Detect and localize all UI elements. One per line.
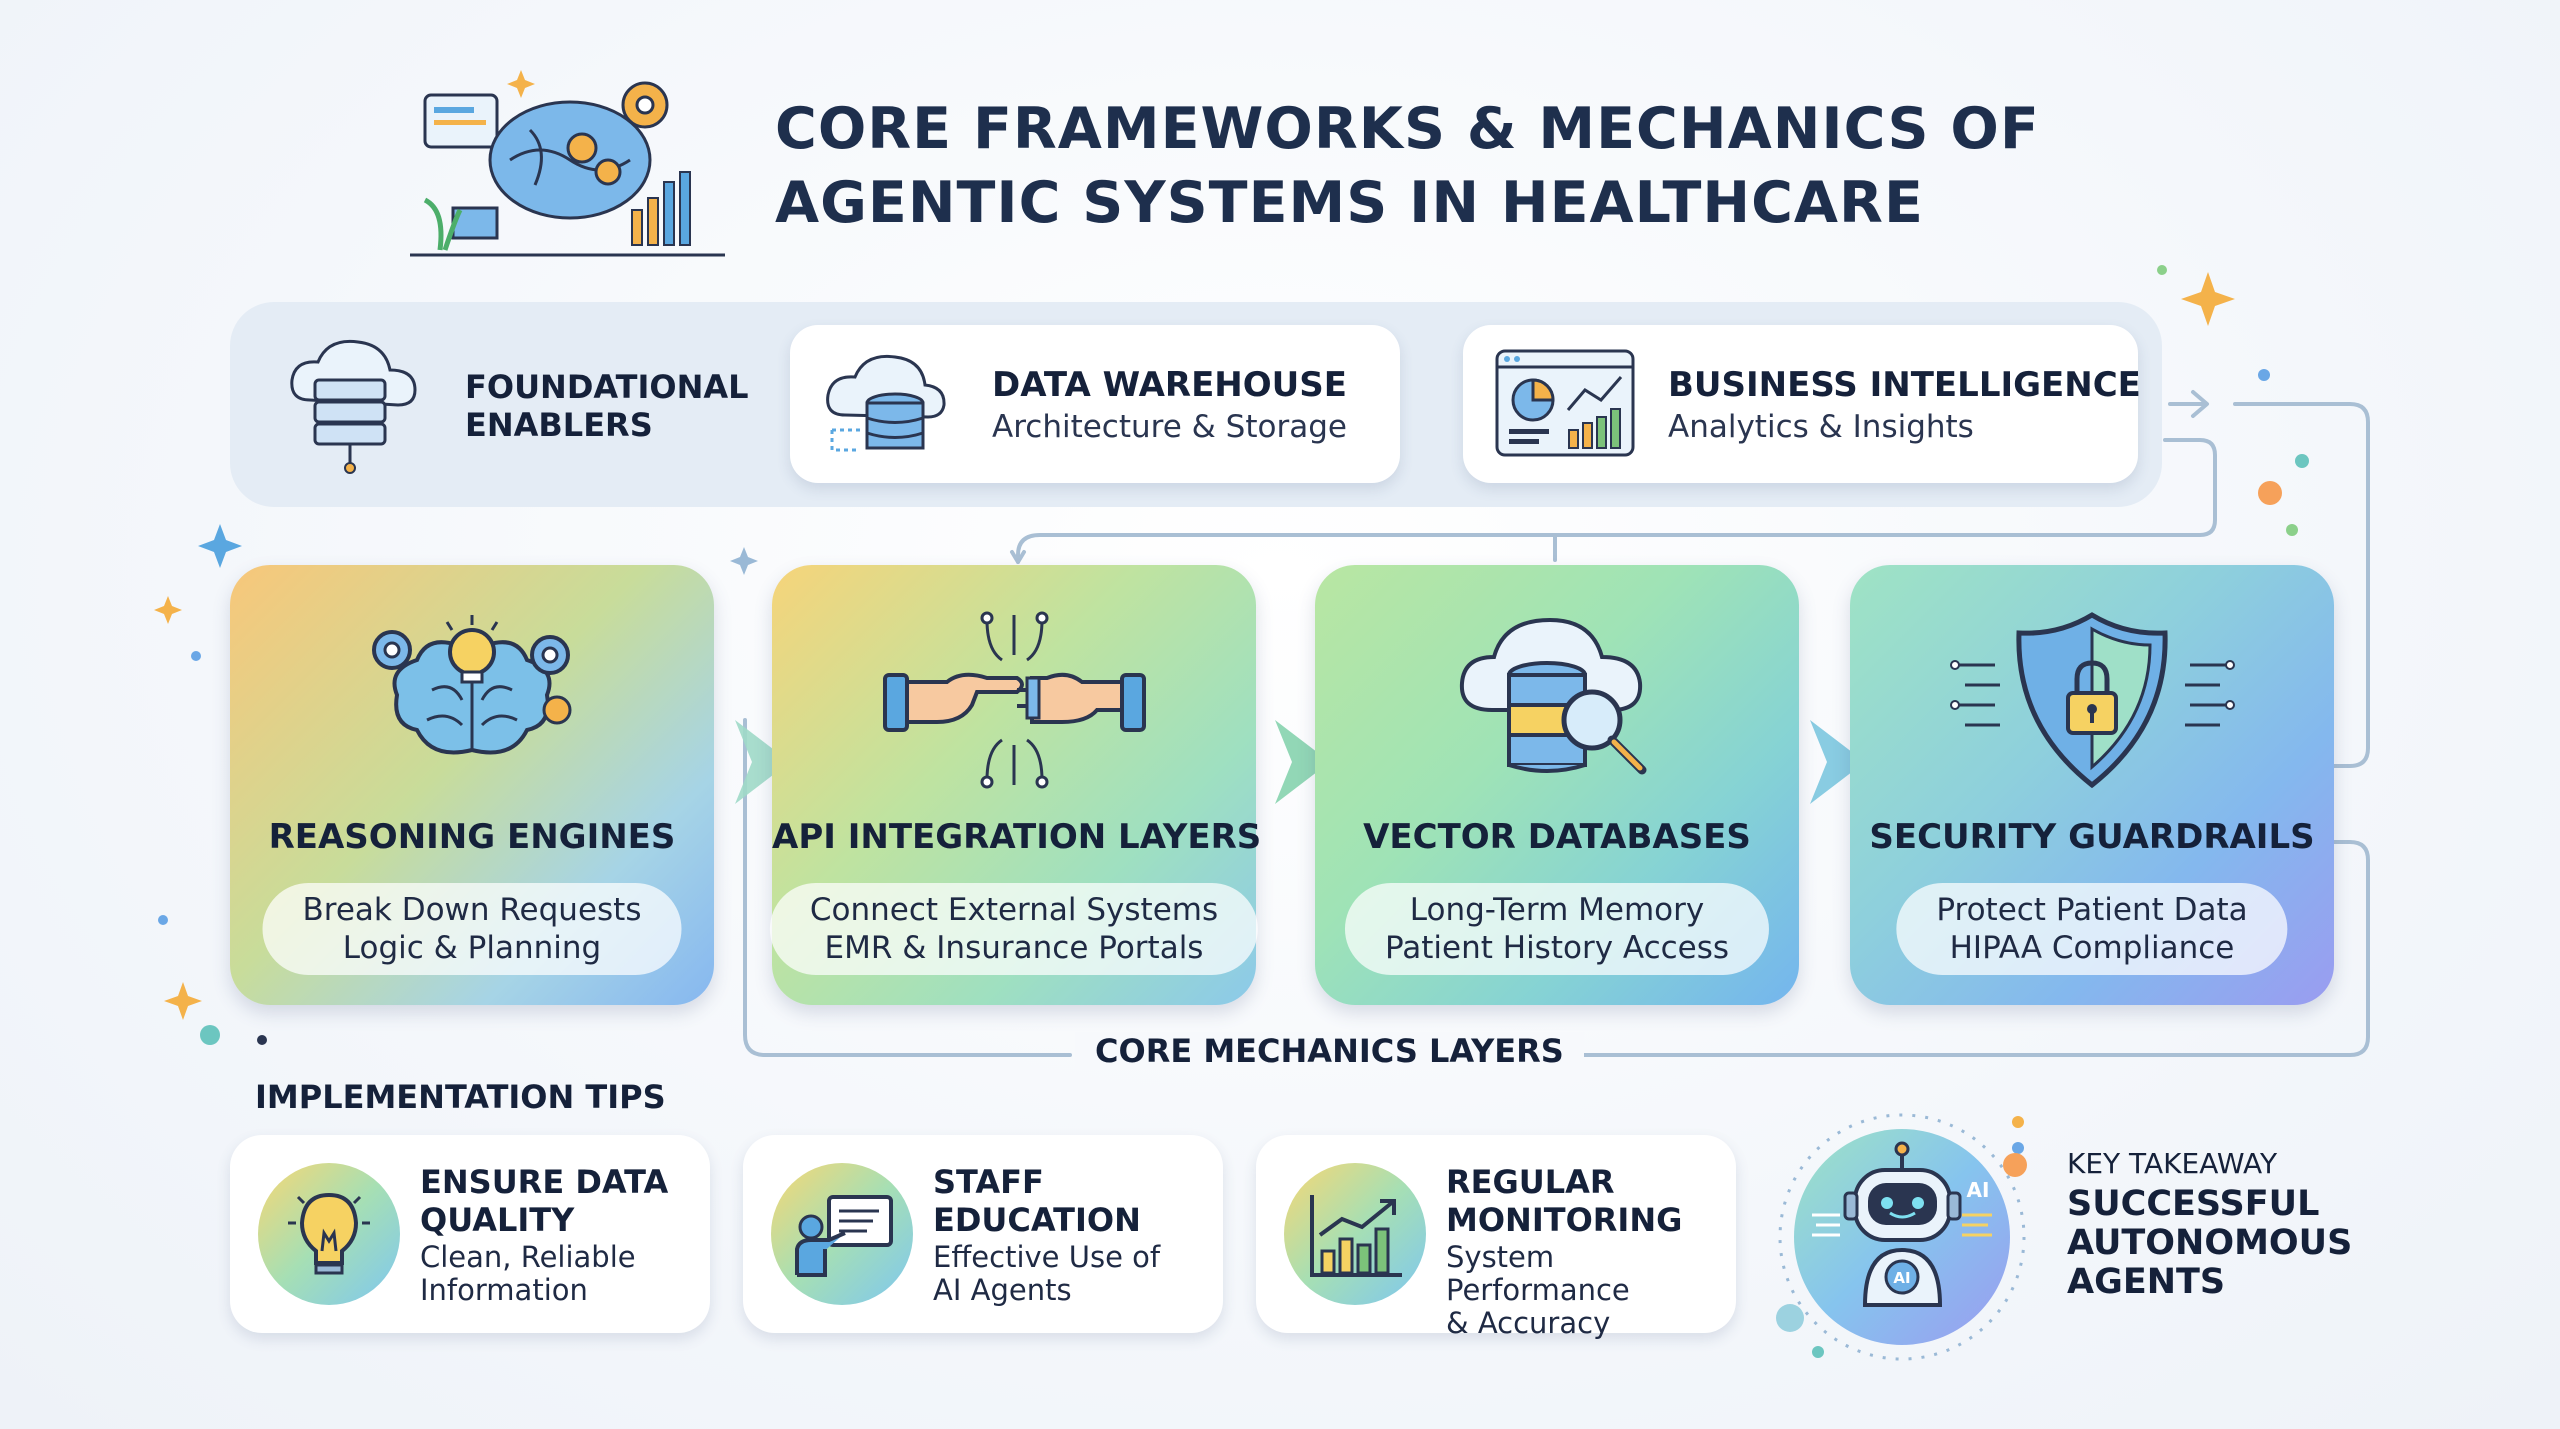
vector-databases-line-2: Patient History Access [1384, 930, 1730, 966]
api-integration-line-1: Connect External Systems [809, 892, 1219, 928]
business-intelligence-subtitle: Analytics & Insights [1668, 409, 1974, 445]
tip-subtitle-line-1: Clean, Reliable [420, 1240, 636, 1274]
vector-databases-title: VECTOR DATABASES [1363, 817, 1751, 857]
title-line-2: AGENTIC SYSTEMS IN HEALTHCARE [775, 170, 1924, 236]
business-intelligence-card[interactable]: BUSINESS INTELLIGENCE Analytics & Insigh… [1463, 325, 2141, 483]
tip-title-line-2: QUALITY [420, 1201, 575, 1239]
key-takeaway-line-1: SUCCESSFUL [2067, 1184, 2320, 1224]
tip-title-line-2: EDUCATION [933, 1201, 1141, 1239]
key-takeaway-title: SUCCESSFUL AUTONOMOUS AGENTS [2067, 1185, 2352, 1302]
robot-side-text: AI [1967, 1178, 1990, 1202]
tip-subtitle-line-1: Effective Use of [933, 1240, 1161, 1274]
business-intelligence-title: BUSINESS INTELLIGENCE [1668, 365, 2141, 405]
title-line-1: CORE FRAMEWORKS & MECHANICS OF [775, 96, 2040, 162]
vector-databases-line-1: Long-Term Memory [1409, 892, 1705, 928]
cloud-database-icon [826, 354, 946, 452]
tip-title: REGULAR MONITORING [1446, 1163, 1682, 1239]
security-guardrails-pill: Protect Patient Data HIPAA Compliance [1896, 883, 2288, 975]
data-warehouse-subtitle: Architecture & Storage [992, 409, 1347, 445]
shield-lock-icon [1950, 612, 2235, 789]
brain-analytics-icon [410, 81, 725, 257]
security-guardrails-line-2: HIPAA Compliance [1949, 930, 2235, 966]
chart-trend-icon [1310, 1195, 1402, 1277]
tip-subtitle-line-2: Information [420, 1273, 588, 1307]
tip-title: ENSURE DATA QUALITY [420, 1163, 668, 1239]
core-mechanics-layers-label: CORE MECHANICS LAYERS [1075, 1032, 1584, 1070]
key-takeaway-line-3: AGENTS [2067, 1262, 2226, 1302]
data-warehouse-title: DATA WAREHOUSE [992, 365, 1347, 405]
robot-icon: AI AI [1778, 1113, 2027, 1361]
tip-ensure-data-quality[interactable]: ENSURE DATA QUALITY Clean, Reliable Info… [230, 1135, 710, 1333]
tip-staff-education[interactable]: STAFF EDUCATION Effective Use of AI Agen… [743, 1135, 1223, 1333]
tip-subtitle: Effective Use of AI Agents [933, 1241, 1160, 1307]
api-integration-layers-card[interactable]: API INTEGRATION LAYERS Connect External … [769, 565, 1262, 1005]
tip-regular-monitoring[interactable]: REGULAR MONITORING System Performance & … [1256, 1135, 1736, 1340]
key-takeaway-label: KEY TAKEAWAY [2067, 1147, 2278, 1180]
tip-subtitle-line-2: & Accuracy [1446, 1306, 1611, 1340]
robot-badge-text: AI [1893, 1269, 1910, 1287]
reasoning-engines-line-1: Break Down Requests [302, 892, 642, 928]
tip-subtitle: Clean, Reliable Information [420, 1241, 636, 1307]
reasoning-engines-title: REASONING ENGINES [268, 817, 676, 857]
security-guardrails-title: SECURITY GUARDRAILS [1869, 817, 2315, 857]
vector-databases-pill: Long-Term Memory Patient History Access [1344, 883, 1770, 975]
security-guardrails-card[interactable]: SECURITY GUARDRAILS Protect Patient Data… [1850, 565, 2334, 1005]
cloud-server-icon [290, 339, 417, 474]
security-guardrails-line-1: Protect Patient Data [1936, 892, 2248, 928]
foundational-enablers-label: FOUNDATIONAL ENABLERS [465, 368, 749, 444]
database-search-icon [1459, 617, 1647, 775]
api-integration-line-2: EMR & Insurance Portals [824, 930, 1204, 966]
tip-subtitle-line-1: System Performance [1446, 1240, 1630, 1307]
tip-icon-circle [771, 1163, 913, 1305]
reasoning-engines-pill: Break Down Requests Logic & Planning [262, 883, 682, 975]
tip-title: STAFF EDUCATION [933, 1163, 1141, 1239]
tip-icon-circle [1284, 1163, 1426, 1305]
api-integration-layers-pill: Connect External Systems EMR & Insurance… [769, 883, 1259, 975]
presentation-icon [795, 1195, 893, 1277]
tip-title-line-1: REGULAR [1446, 1163, 1615, 1201]
analytics-dashboard-icon [1495, 349, 1635, 457]
tip-title-line-2: MONITORING [1446, 1201, 1683, 1239]
reasoning-engines-card[interactable]: REASONING ENGINES Break Down Requests Lo… [230, 565, 714, 1005]
tip-subtitle-line-2: AI Agents [933, 1273, 1072, 1307]
page-title: CORE FRAMEWORKS & MECHANICS OF AGENTIC S… [775, 92, 2040, 240]
handshake-plug-icon [883, 611, 1146, 789]
vector-databases-card[interactable]: VECTOR DATABASES Long-Term Memory Patien… [1315, 565, 1799, 1005]
foundational-label-line-1: FOUNDATIONAL [465, 368, 749, 406]
reasoning-engines-line-2: Logic & Planning [342, 930, 602, 966]
tip-icon-circle [258, 1163, 400, 1305]
lightbulb-icon [288, 1192, 370, 1275]
tip-title-line-1: STAFF [933, 1163, 1044, 1201]
tip-title-line-1: ENSURE DATA [420, 1163, 669, 1201]
data-warehouse-card[interactable]: DATA WAREHOUSE Architecture & Storage [790, 325, 1400, 483]
implementation-tips-label: IMPLEMENTATION TIPS [255, 1078, 666, 1116]
api-integration-layers-title: API INTEGRATION LAYERS [772, 817, 1262, 857]
foundational-label-line-2: ENABLERS [465, 406, 653, 444]
brain-lightbulb-icon [372, 615, 572, 755]
tip-subtitle: System Performance & Accuracy [1446, 1241, 1736, 1340]
key-takeaway-line-2: AUTONOMOUS [2067, 1223, 2353, 1263]
